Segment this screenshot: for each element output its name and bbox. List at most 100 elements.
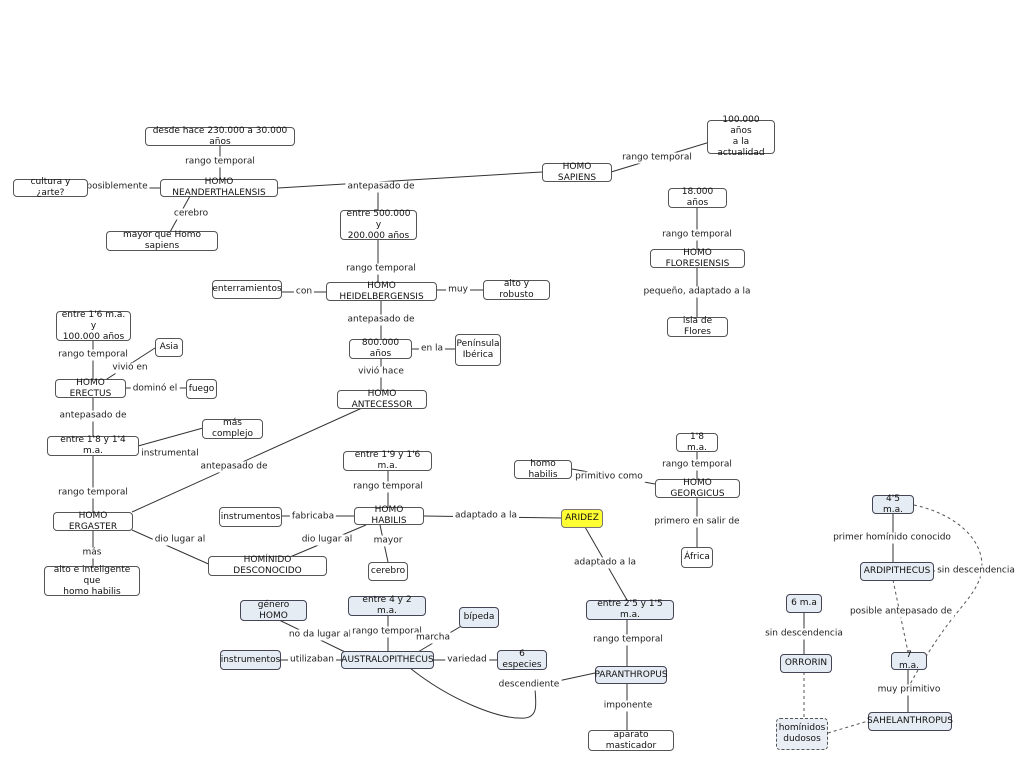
node-cerebro[interactable]: cerebro	[368, 562, 408, 581]
node-paranthropus[interactable]: PARANTHROPUS	[594, 666, 668, 684]
node-fuego[interactable]: fuego	[186, 379, 217, 399]
link-label: no da lugar al	[286, 629, 354, 641]
node-alto-robusto[interactable]: alto y robusto	[483, 279, 550, 300]
link-label: rango temporal	[591, 634, 665, 646]
node-peninsula-iberica[interactable]: Península Ibérica	[455, 334, 501, 366]
link-label: mayor	[371, 535, 405, 547]
node-instrumentos[interactable]: instrumentos	[219, 507, 282, 527]
edge	[137, 427, 204, 447]
link-label: cerebro	[171, 208, 211, 220]
link-label: imponente	[601, 700, 655, 712]
node-enterramientos[interactable]: enterramientos	[212, 280, 282, 299]
node-alto-inteligente[interactable]: alto e inteligente que homo habilis	[44, 565, 140, 597]
node-45-ma[interactable]: 4'5 m.a.	[872, 494, 914, 515]
node-homo-habilis[interactable]: HOMO HABILIS	[354, 505, 424, 526]
node-entre-16-ma[interactable]: entre 1'6 m.a. y 100.000 años	[56, 310, 131, 342]
node-homo-sapiens[interactable]: HOMO SAPIENS	[542, 162, 612, 183]
node-sahelanthropus[interactable]: SAHELANTHROPUS	[867, 712, 953, 731]
link-label: variedad	[445, 654, 489, 666]
node-aparato-masticador[interactable]: aparato masticador	[588, 730, 674, 751]
link-label: rango temporal	[56, 349, 130, 361]
node-genero-homo[interactable]: género HOMO	[240, 600, 307, 621]
node-africa[interactable]: África	[681, 547, 713, 568]
node-aridez[interactable]: ARIDEZ	[561, 509, 603, 528]
link-label: sin descendencia	[763, 628, 845, 640]
node-hominidos-dudosos[interactable]: homínidos dudosos	[776, 718, 828, 750]
node-18000-anos[interactable]: 18.000 años	[668, 187, 727, 208]
link-label: antepasado de	[57, 410, 129, 422]
node-homo-erectus[interactable]: HOMO ERECTUS	[55, 378, 126, 399]
link-label: instrumental	[139, 448, 201, 460]
node-instrumentos-2[interactable]: instrumentos	[220, 650, 281, 670]
edge	[131, 407, 363, 513]
node-orrorin[interactable]: ORRORIN	[780, 654, 832, 673]
link-label: dominó el	[130, 383, 180, 395]
node-800000-anos[interactable]: 800.000 años	[349, 338, 412, 359]
node-homo-habilis-ref[interactable]: homo habilis	[514, 459, 572, 480]
node-hominido-desconocido[interactable]: HOMÍNIDO DESCONOCIDO	[208, 555, 327, 576]
node-mas-complejo[interactable]: más complejo	[202, 418, 263, 439]
link-label: marcha	[414, 632, 452, 644]
edge	[907, 504, 983, 689]
node-ardipithecus[interactable]: ARDIPITHECUS	[860, 562, 934, 581]
edge	[277, 171, 543, 189]
node-isla-de-flores[interactable]: isla de Flores	[667, 316, 728, 337]
edge	[409, 667, 537, 719]
link-label: adaptado a la	[572, 557, 638, 569]
edge	[131, 529, 214, 567]
node-desde-hace[interactable]: desde hace 230.000 a 30.000 años	[145, 126, 295, 147]
node-bipeda[interactable]: bípeda	[459, 607, 499, 628]
node-entre-19-ma[interactable]: entre 1'9 y 1'6 m.a.	[343, 450, 432, 471]
link-label: rango temporal	[620, 152, 694, 164]
link-label: rango temporal	[183, 156, 257, 168]
node-homo-neanderthalensis[interactable]: HOMO NEANDERTHALENSIS	[160, 177, 278, 198]
link-label: primer homínido conocido	[831, 532, 953, 544]
node-6-especies[interactable]: 6 especies	[497, 649, 547, 670]
link-label: adaptado a la	[453, 510, 519, 522]
link-label: antepasado de	[345, 314, 417, 326]
node-entre-25-ma[interactable]: entre 2'5 y 1'5 m.a.	[586, 599, 674, 620]
link-label: con	[293, 286, 315, 298]
link-label: primitivo como	[573, 471, 645, 483]
link-label: primero en salir de	[652, 516, 742, 528]
link-label: dio lugar al	[152, 534, 208, 546]
link-label: rango temporal	[660, 459, 734, 471]
node-homo-georgicus[interactable]: HOMO GEORGICUS	[655, 478, 740, 499]
node-homo-heidelbergensis[interactable]: HOMO HEIDELBERGENSIS	[326, 281, 437, 302]
node-australopithecus[interactable]: AUSTRALOPITHECUS	[341, 651, 434, 669]
link-label: posible antepasado de	[847, 606, 955, 618]
link-label: fabricaba	[289, 511, 337, 523]
node-homo-floresiensis[interactable]: HOMO FLORESIENSIS	[650, 248, 745, 269]
link-label: en la	[418, 343, 446, 355]
node-entre-18-ma[interactable]: entre 1'8 y 1'4 m.a.	[47, 435, 139, 456]
link-label: rango temporal	[350, 626, 424, 638]
node-entre-4-ma[interactable]: entre 4 y 2 m.a.	[348, 595, 426, 616]
link-label: dio lugar al	[299, 534, 355, 546]
link-label: pequeño, adaptado a la	[641, 286, 753, 298]
node-100000-anos[interactable]: 100.000 años a la actualidad	[707, 115, 775, 158]
edge	[827, 720, 869, 734]
link-label: descendiente	[496, 679, 562, 691]
link-label: rango temporal	[56, 487, 130, 499]
node-homo-antecessor[interactable]: HOMO ANTECESSOR	[337, 389, 427, 410]
link-label: utilizaban	[288, 654, 336, 666]
link-label: vivió en	[110, 362, 150, 374]
node-homo-ergaster[interactable]: HOMO ERGASTER	[53, 511, 133, 532]
node-cultura-arte[interactable]: cultura y ¿arte?	[13, 177, 88, 198]
node-mayor-que-sapiens[interactable]: mayor que Homo sapiens	[106, 230, 218, 251]
node-6-ma[interactable]: 6 m.a	[786, 594, 822, 613]
link-label: muy	[446, 284, 470, 296]
link-label: rango temporal	[351, 481, 425, 493]
link-label: más	[80, 547, 104, 559]
link-label: rango temporal	[660, 229, 734, 241]
link-label: antepasado de	[345, 181, 417, 193]
node-entre-500000[interactable]: entre 500.000 y 200.000 años	[340, 209, 417, 241]
node-7-ma[interactable]: 7 m.a.	[891, 650, 927, 671]
node-18-ma[interactable]: 1'8 m.a.	[676, 432, 718, 453]
node-asia[interactable]: Asia	[155, 338, 183, 357]
link-label: posiblemente	[84, 181, 150, 193]
link-label: muy primitivo	[875, 684, 943, 696]
link-label: antepasado de	[198, 461, 270, 473]
link-label: vivió hace	[356, 366, 406, 378]
